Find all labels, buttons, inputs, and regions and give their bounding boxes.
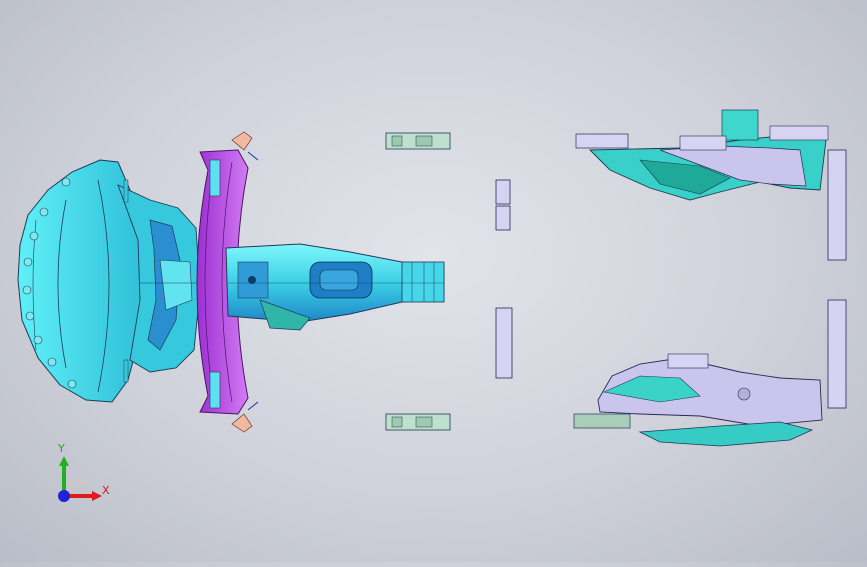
tow-hook-bottom[interactable]	[231, 413, 253, 433]
rod-top	[123, 179, 129, 203]
y-axis-label: Y	[58, 442, 65, 455]
marker-bottom	[247, 401, 259, 411]
front-rail[interactable]	[225, 243, 445, 331]
bumper-bolts	[22, 177, 77, 389]
rail-flange	[259, 299, 311, 331]
reinforcement-plate-top[interactable]	[385, 132, 451, 150]
bracket-detail-2	[159, 259, 193, 311]
bumper-inner-arc	[57, 199, 67, 369]
spacer-block-3[interactable]	[495, 307, 513, 379]
bumper-beam[interactable]	[196, 131, 259, 433]
triad-graphic	[58, 456, 102, 502]
bumper-inner-arc-2	[97, 179, 110, 393]
x-axis-label: X	[102, 484, 110, 497]
beam-end-bracket-bottom	[209, 371, 221, 409]
z-axis-dot	[58, 490, 70, 502]
marker-top	[247, 151, 259, 161]
spacer-block-2[interactable]	[495, 205, 511, 231]
tow-hook-top[interactable]	[231, 131, 253, 151]
coordinate-triad: X Y	[50, 440, 120, 510]
rod-bottom	[123, 359, 129, 383]
side-member-top[interactable]	[575, 109, 847, 261]
spacer-block-1[interactable]	[495, 179, 511, 205]
reinforcement-plate-bottom[interactable]	[385, 413, 451, 431]
rail-end	[401, 261, 445, 303]
side-member-bottom[interactable]	[573, 299, 847, 447]
side-panel-top[interactable]	[827, 149, 847, 261]
beam-end-bracket-top	[209, 159, 221, 197]
front-end-assembly[interactable]	[17, 159, 201, 403]
side-panel-bottom[interactable]	[827, 299, 847, 409]
